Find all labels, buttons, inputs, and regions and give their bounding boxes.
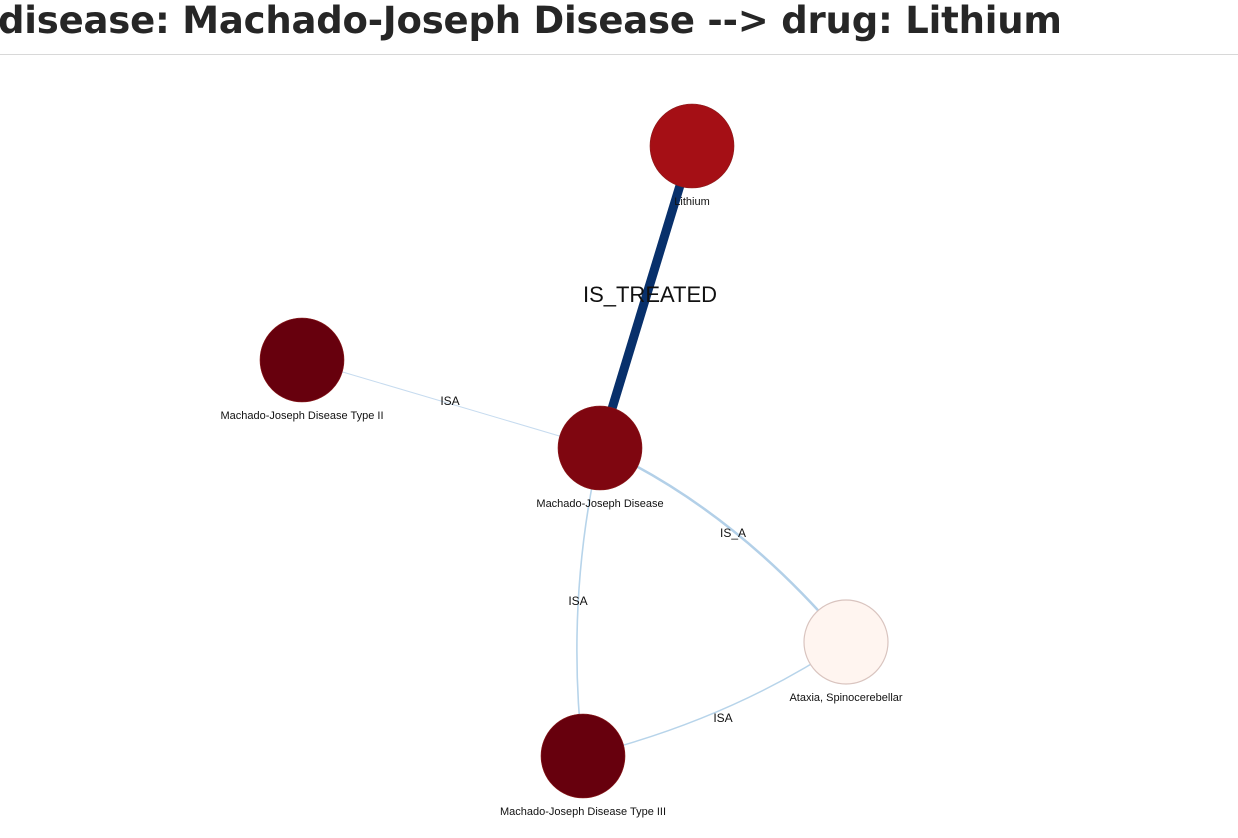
- edge-mjd-lithium[interactable]: [595, 144, 697, 450]
- node-ataxia-spinocerebellar[interactable]: [803, 599, 889, 685]
- node-label-lithium: Lithium: [674, 196, 709, 208]
- node-label-machado-joseph-disease: Machado-Joseph Disease: [536, 498, 663, 510]
- page-header: disease: Machado-Joseph Disease --> drug…: [0, 0, 1238, 55]
- node-machado-joseph-disease-type-ii[interactable]: [259, 317, 345, 403]
- node-label-machado-joseph-disease-type-ii: Machado-Joseph Disease Type II: [220, 410, 383, 422]
- edge-mjd3-ataxia-label: ISA: [713, 711, 732, 725]
- node-machado-joseph-disease[interactable]: [557, 405, 643, 491]
- edge-mjd3-mjd-label: ISA: [568, 594, 587, 608]
- node-label-machado-joseph-disease-type-iii: Machado-Joseph Disease Type III: [500, 806, 666, 818]
- edge-mjd-lithium-label: IS_TREATED: [583, 282, 717, 307]
- edge-mjd-ataxia[interactable]: [599, 446, 847, 643]
- node-label-ataxia-spinocerebellar: Ataxia, Spinocerebellar: [789, 692, 902, 704]
- page-title: disease: Machado-Joseph Disease --> drug…: [0, 0, 1062, 42]
- node-machado-joseph-disease-type-iii[interactable]: [540, 713, 626, 799]
- node-lithium[interactable]: [649, 103, 735, 189]
- edge-mjd2-mjd-label: ISA: [440, 394, 459, 408]
- edge-mjd2-mjd[interactable]: [301, 359, 601, 449]
- edge-mjd-ataxia-label: IS_A: [720, 526, 746, 540]
